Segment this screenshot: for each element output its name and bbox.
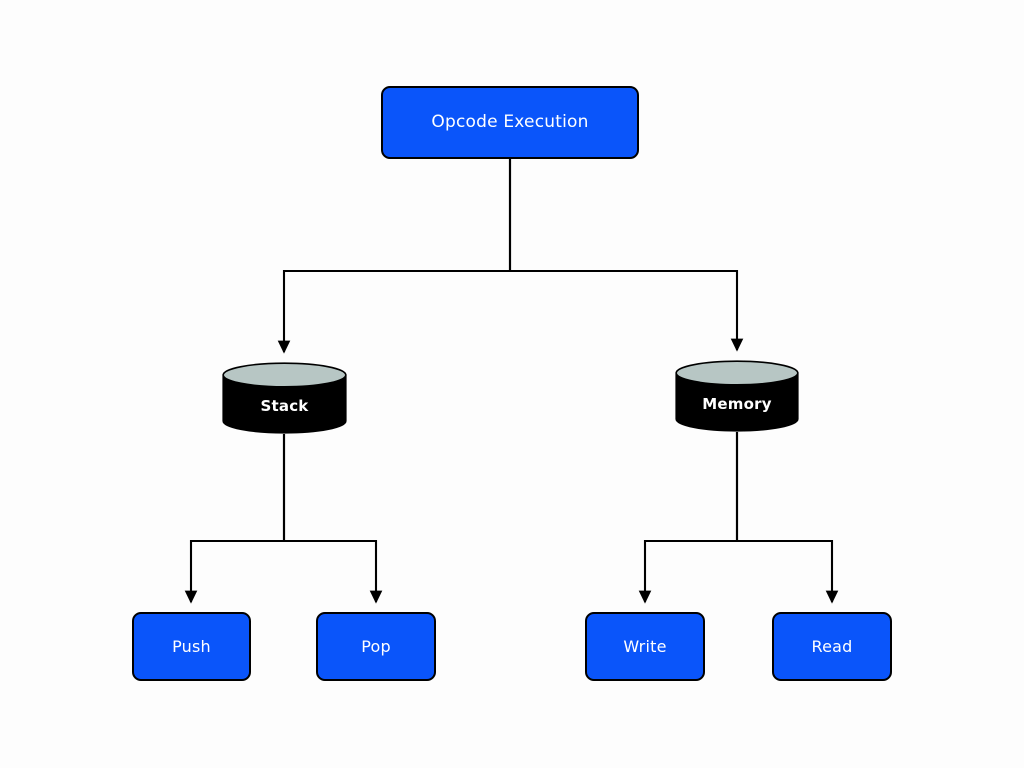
node-pop[interactable]: Pop — [316, 612, 436, 681]
node-stack[interactable]: Stack — [222, 362, 347, 434]
edge-stack-to-push — [184, 434, 286, 604]
edge-root-to-stack — [277, 159, 512, 354]
cylinder-shape-memory — [675, 360, 799, 432]
edge-root-to-memory — [508, 159, 744, 352]
node-write-label: Write — [623, 636, 667, 656]
node-push-label: Push — [172, 636, 211, 656]
node-read[interactable]: Read — [772, 612, 892, 681]
node-push[interactable]: Push — [132, 612, 251, 681]
edge-memory-to-read — [735, 432, 839, 604]
node-opcode-execution-label: Opcode Execution — [431, 112, 589, 132]
cylinder-shape-stack — [222, 362, 347, 434]
node-memory[interactable]: Memory — [675, 360, 799, 432]
node-write[interactable]: Write — [585, 612, 705, 681]
node-pop-label: Pop — [361, 636, 391, 656]
node-read-label: Read — [811, 636, 853, 656]
node-memory-label: Memory — [702, 395, 772, 413]
edge-memory-to-write — [638, 432, 739, 604]
edge-stack-to-pop — [282, 434, 383, 604]
node-opcode-execution[interactable]: Opcode Execution — [381, 86, 639, 159]
node-stack-label: Stack — [260, 397, 309, 415]
